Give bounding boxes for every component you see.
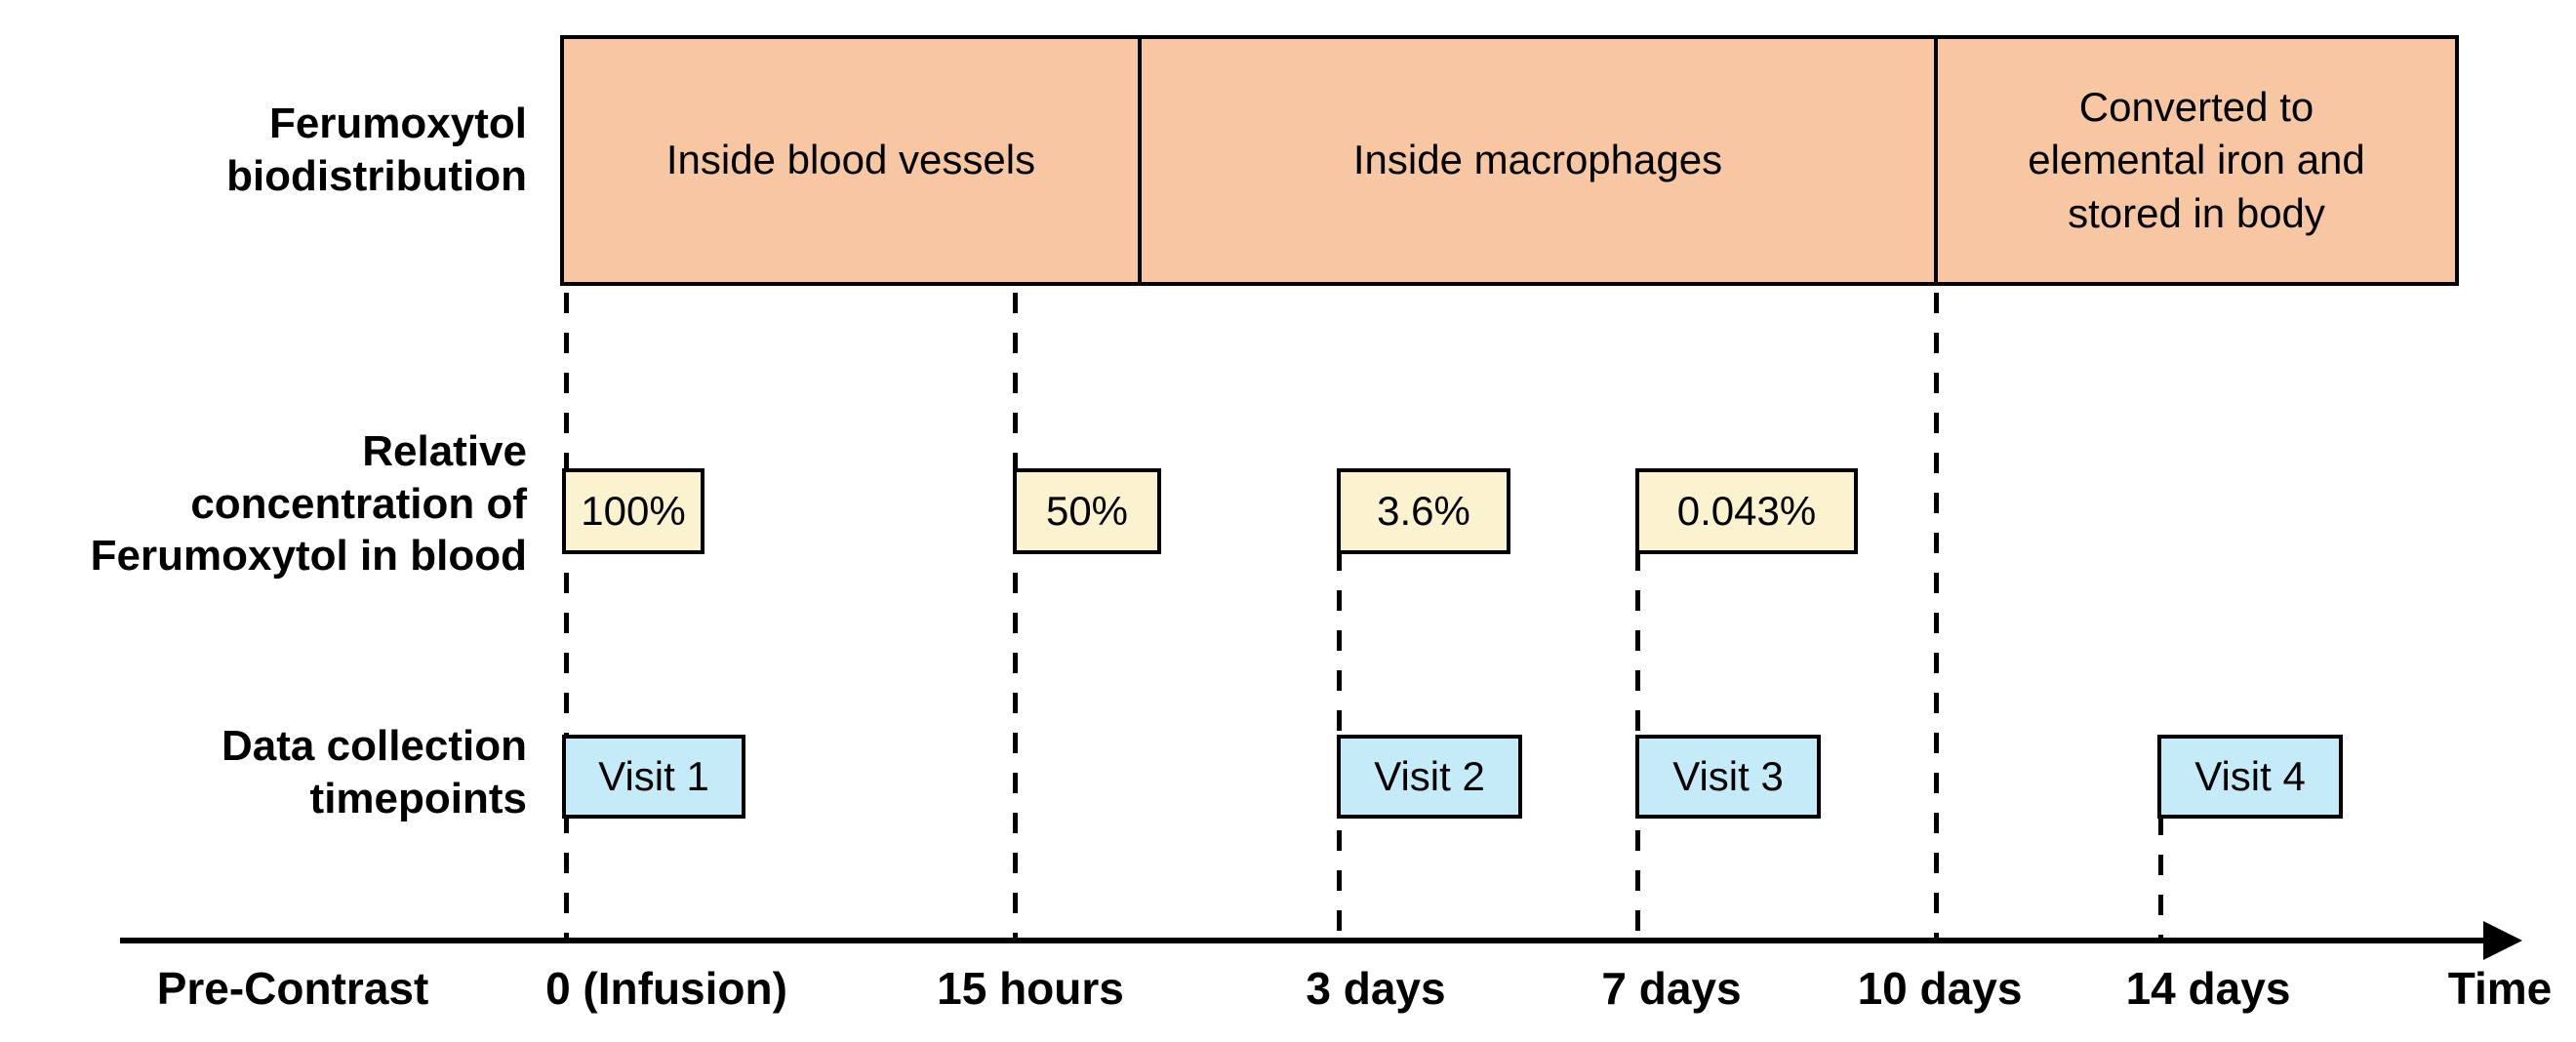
- visits-row-label: Data collection timepoints: [221, 722, 527, 822]
- timepoint-label-3-days: 3 days: [1306, 963, 1446, 1014]
- dashed-line-14-days: [2158, 735, 2163, 940]
- dashed-line-3-days: [1337, 470, 1342, 940]
- timepoint-label-14-days: 14 days: [2125, 963, 2291, 1014]
- timepoint-label-7-days: 7 days: [1601, 963, 1742, 1014]
- bar-segment-inside-macrophages: Inside macrophages: [1138, 39, 1934, 282]
- timepoint-label-10-days: 10 days: [1857, 963, 2023, 1014]
- dashed-line-7-days: [1635, 470, 1640, 940]
- concentration-box-100: 100%: [562, 468, 704, 554]
- timepoint-label-0-infusion: 0 (Infusion): [545, 963, 787, 1014]
- bar-segment-inside-blood-vessels: Inside blood vessels: [665, 137, 1036, 183]
- timepoint-label-15-hours: 15 hours: [937, 963, 1124, 1014]
- dashed-line-15-hours: [1013, 293, 1018, 940]
- arrow-right-icon: [2483, 921, 2522, 960]
- visit-box-4: Visit 4: [2157, 735, 2343, 819]
- concentration-box-0-043: 0.043%: [1635, 468, 1858, 554]
- concentration-box-50: 50%: [1013, 468, 1161, 554]
- bar-segment-converted-to-iron: Converted to elemental iron and stored i…: [1934, 39, 2455, 282]
- time-axis-label: Time: [2447, 963, 2553, 1014]
- visit-box-3: Visit 3: [1635, 735, 1821, 819]
- visit-box-2: Visit 2: [1337, 735, 1522, 819]
- timepoint-label-pre-contrast: Pre-Contrast: [156, 963, 429, 1014]
- visit-box-1: Visit 1: [562, 735, 745, 819]
- time-axis-line: [120, 938, 2491, 943]
- concentration-box-3-6: 3.6%: [1337, 468, 1510, 554]
- dashed-line-10-days: [1934, 293, 1939, 940]
- biodistribution-bar: Inside blood vessels Inside macrophages …: [560, 35, 2459, 286]
- biodistribution-row-label: Ferumoxytol biodistribution: [226, 100, 527, 200]
- concentration-row-label: Relative concentration of Ferumoxytol in…: [90, 427, 527, 581]
- dashed-line-0-infusion: [564, 293, 569, 940]
